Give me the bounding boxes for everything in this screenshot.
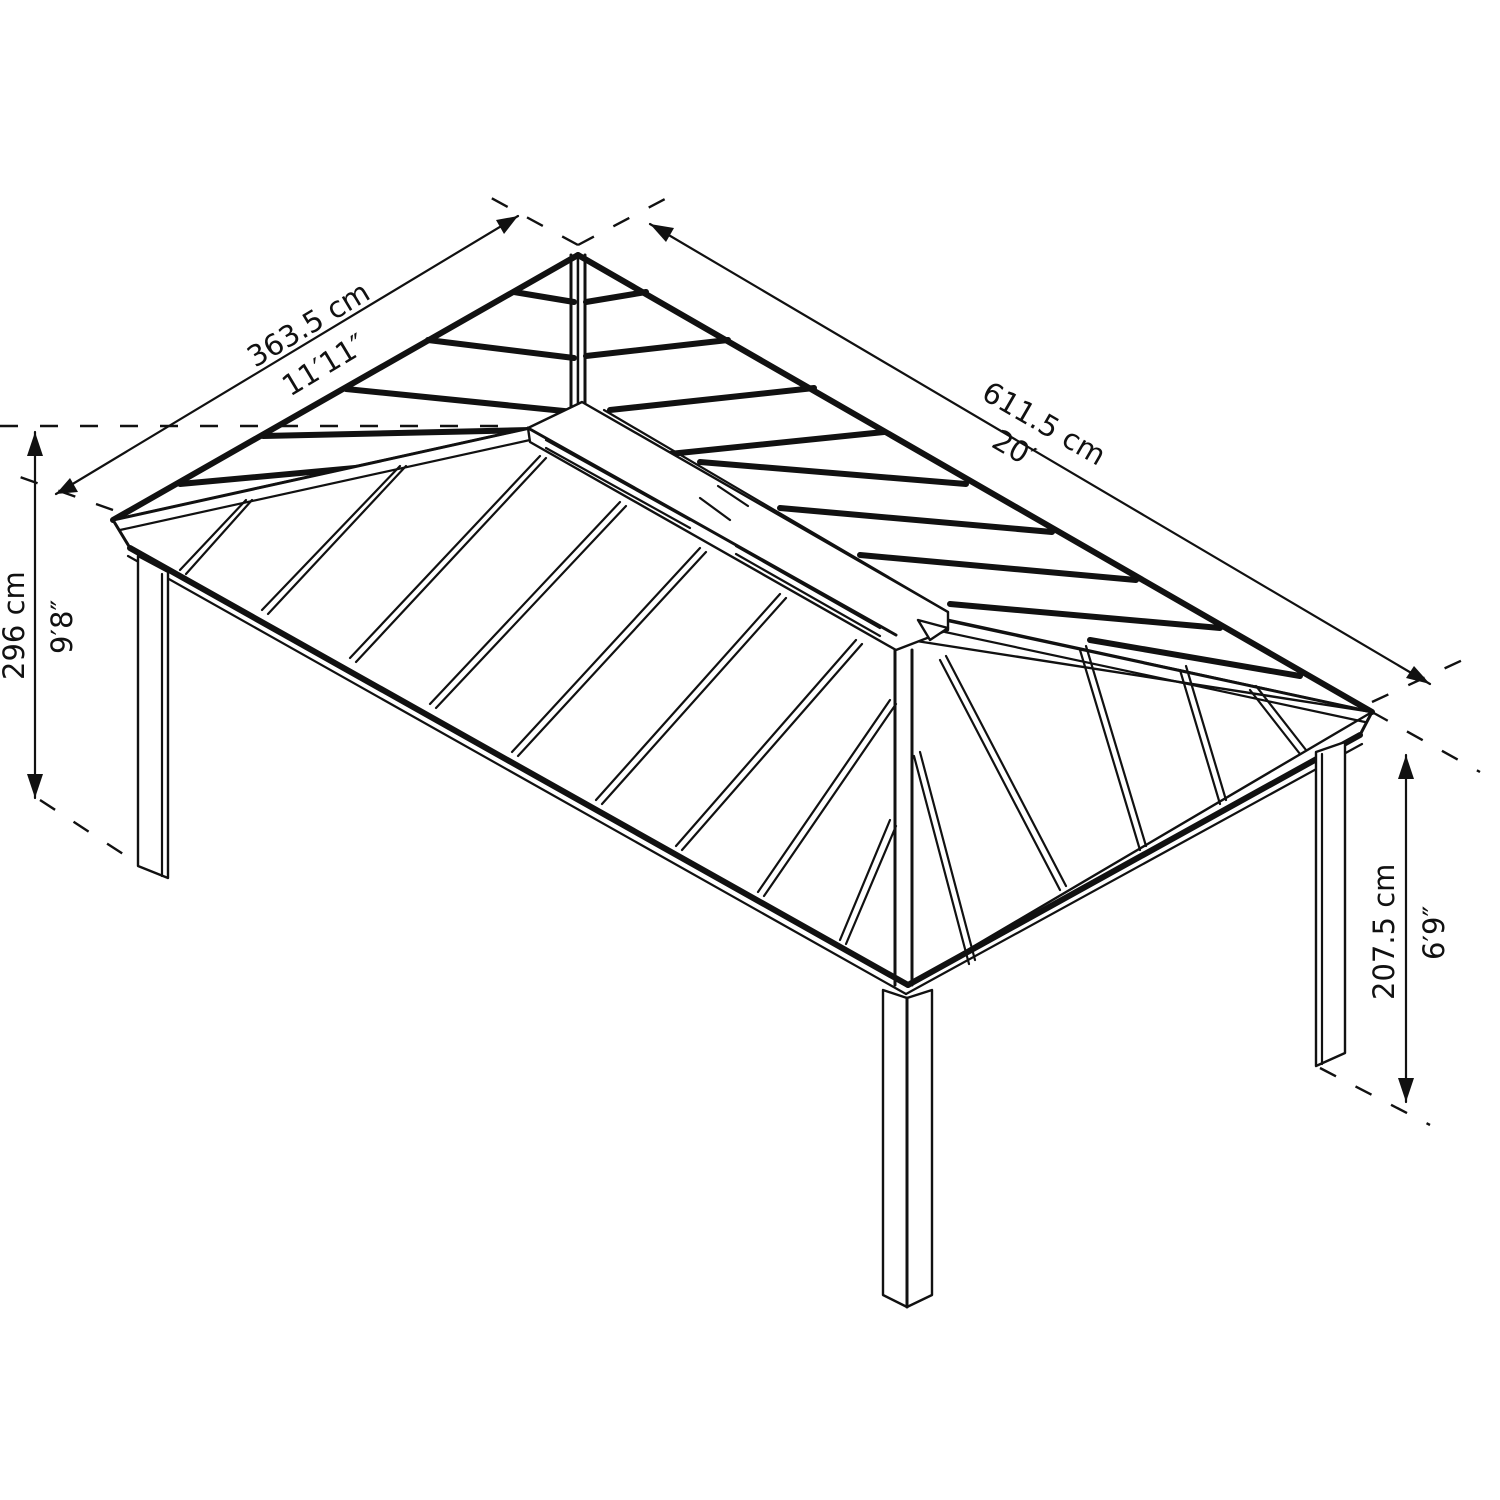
post-right [1314,740,1347,1068]
ridge-vent [526,400,950,652]
post-front [881,648,934,1309]
total-height-imperial: 9′8″ [45,600,79,654]
dimension-lines [0,188,1481,1127]
eave-beams [111,518,1374,996]
dimension-length-label: 611.5 cm 20′ [977,375,1112,474]
eave-height-metric: 207.5 cm [1367,864,1401,1000]
eave-height-imperial: 6′9″ [1417,906,1451,960]
roof-back-plane [110,252,1375,715]
dimension-total-height-label: 296 cm 9′8″ [0,571,79,680]
total-height-metric: 296 cm [0,571,31,680]
post-left [136,554,170,880]
gazebo-drawing [110,252,1375,1309]
dimension-eave-height-label: 207.5 cm 6′9″ [1367,864,1451,1000]
